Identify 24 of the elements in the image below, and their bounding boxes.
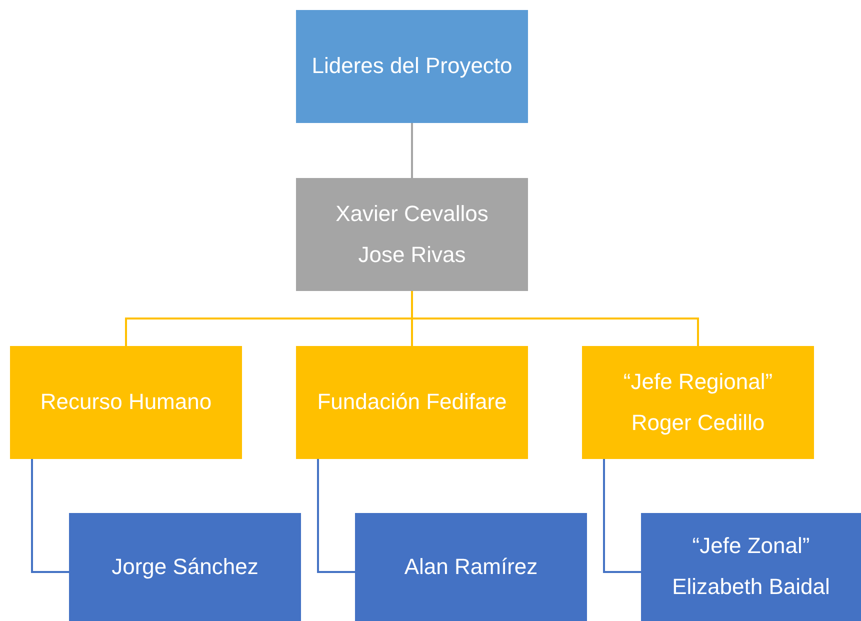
member-box: [355, 513, 587, 621]
node-sublabel: Jose Rivas: [358, 240, 466, 268]
connector-line: [603, 459, 641, 573]
node-label: Xavier Cevallos: [336, 200, 488, 228]
manager-box: [296, 178, 528, 291]
node-label: Fundación Fedifare: [317, 388, 507, 416]
node-label: Lideres del Proyecto: [312, 52, 512, 80]
connector-line: [411, 123, 413, 178]
node-label: Jorge Sánchez: [112, 552, 258, 581]
node-sublabel: Roger Cedillo: [631, 408, 765, 437]
department-box: [582, 346, 814, 459]
department-box: [296, 346, 528, 459]
node-label: Alan Ramírez: [404, 552, 538, 581]
node-sublabel: Elizabeth Baidal: [672, 573, 830, 601]
node-label: Recurso Humano: [40, 388, 212, 416]
connector-line: [31, 459, 69, 573]
connector-line: [411, 291, 699, 346]
member-box: [641, 513, 861, 621]
node-label: “Jefe Zonal”: [692, 532, 810, 560]
connector-line: [317, 459, 355, 573]
department-box: [10, 346, 242, 459]
leader-box: [296, 10, 528, 123]
node-label: “Jefe Regional”: [623, 368, 773, 396]
member-box: [69, 513, 301, 621]
